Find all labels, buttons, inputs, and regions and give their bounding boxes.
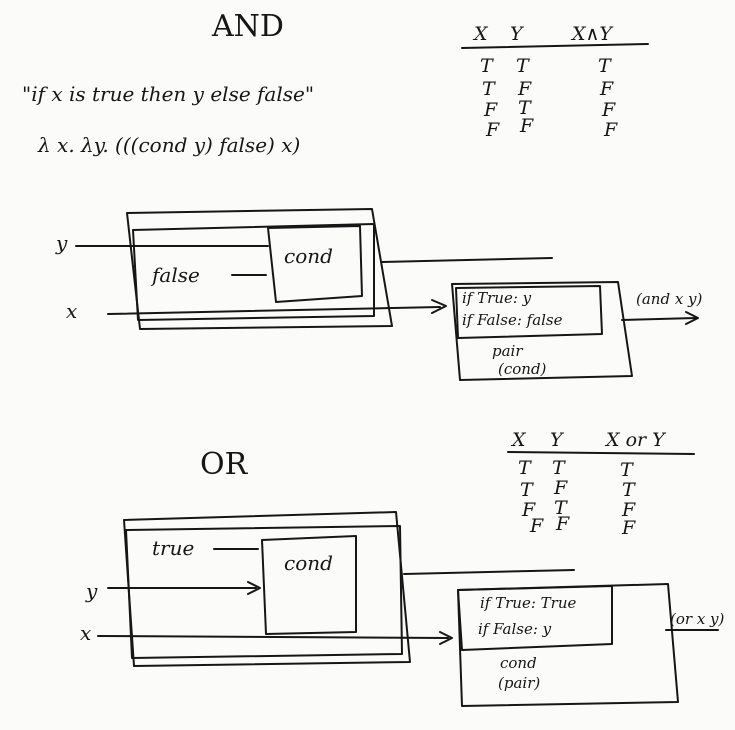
- and-table-cell: F: [601, 99, 616, 121]
- or-input-y-label: y: [85, 579, 98, 603]
- and-table-cell: F: [603, 119, 618, 141]
- and-table-cell: F: [599, 78, 614, 100]
- or-input-y-arrowhead: [247, 581, 261, 595]
- and-table-cell: F: [485, 119, 500, 141]
- or-input-x-line: [97, 635, 449, 639]
- and-input-x-arrowhead: [431, 299, 447, 314]
- or-pair-true-line: if True: True: [480, 594, 576, 612]
- or-true-label: true: [152, 536, 194, 560]
- or-output-label: (or x y): [670, 610, 725, 628]
- or-table-header-xory: X or Y: [604, 429, 667, 451]
- and-cond-label: cond: [284, 244, 333, 268]
- or-pair-inner-box: [457, 585, 613, 651]
- and-pair-true-line: if True: y: [462, 289, 532, 307]
- and-table-header-x: X: [472, 23, 489, 45]
- or-table-cell: F: [529, 515, 544, 537]
- or-table-cell: T: [518, 457, 532, 479]
- or-cond-box: [261, 535, 357, 635]
- or-inner-box: [125, 525, 403, 659]
- and-cond-output-line: [381, 257, 553, 263]
- and-table-header-xy: X∧Y: [570, 23, 614, 45]
- or-table-cell: T: [622, 479, 636, 501]
- or-table-cell: F: [621, 517, 636, 539]
- and-cond-box: [267, 225, 363, 303]
- and-inner-box: [132, 223, 375, 321]
- or-table-cell: F: [521, 499, 536, 521]
- and-truth-table: X Y X∧Y T T T T F F F T F F F F: [461, 23, 649, 141]
- and-table-cell: T: [480, 55, 494, 77]
- and-table-header-y: Y: [510, 23, 525, 45]
- and-table-cell: T: [482, 78, 496, 100]
- or-table-cell: T: [554, 497, 568, 519]
- and-output-label: (and x y): [636, 290, 703, 308]
- and-input-x-line: [107, 306, 441, 315]
- and-description: "if x is true then y else false": [22, 82, 314, 106]
- or-pair-false-line: if False: y: [478, 620, 552, 638]
- or-table-cell: T: [620, 459, 634, 481]
- or-table-header-x: X: [510, 429, 527, 451]
- or-input-x-label: x: [80, 621, 91, 645]
- or-table-cell: F: [553, 477, 568, 499]
- or-truth-table: X Y X or Y T T T T F T F T F F F F: [507, 429, 695, 539]
- and-pair-box: [451, 281, 633, 381]
- and-table-cell: T: [518, 97, 532, 119]
- and-pair-caption-sub: (cond): [498, 360, 547, 378]
- and-table-cell: T: [598, 55, 612, 77]
- and-false-label: false: [150, 263, 200, 287]
- or-title: OR: [200, 447, 249, 482]
- and-title: AND: [211, 9, 284, 44]
- or-input-x-arrowhead: [439, 631, 453, 645]
- and-table-header-rule: [461, 43, 649, 49]
- and-table-cell: T: [516, 55, 530, 77]
- and-pair-inner-box: [455, 285, 603, 339]
- and-output-arrowhead: [685, 311, 699, 325]
- and-lambda-expression: λ x. λy. (((cond y) false) x): [37, 133, 300, 157]
- or-diagram: cond true y x if True: True if False: y …: [80, 511, 725, 707]
- or-pair-caption: cond: [500, 654, 537, 672]
- or-table-header-rule: [507, 451, 695, 455]
- and-diagram: cond false y x if True: y if False: fals…: [55, 208, 703, 381]
- or-table-header-y: Y: [550, 429, 565, 451]
- and-output-line: [621, 317, 697, 321]
- and-input-x-label: x: [66, 299, 77, 323]
- and-pair-caption: pair: [492, 342, 523, 360]
- and-table-cell: F: [483, 99, 498, 121]
- and-table-cell: F: [519, 115, 534, 137]
- or-table-cell: F: [621, 499, 636, 521]
- or-table-cell: F: [555, 513, 570, 535]
- or-cond-label: cond: [284, 551, 333, 575]
- and-input-y-label: y: [55, 231, 68, 255]
- or-table-cell: T: [552, 457, 566, 479]
- and-table-cell: F: [517, 78, 532, 100]
- or-pair-caption-sub: (pair): [498, 674, 540, 692]
- or-cond-output-line: [403, 569, 575, 575]
- or-table-cell: T: [520, 479, 534, 501]
- and-pair-false-line: if False: false: [462, 311, 563, 329]
